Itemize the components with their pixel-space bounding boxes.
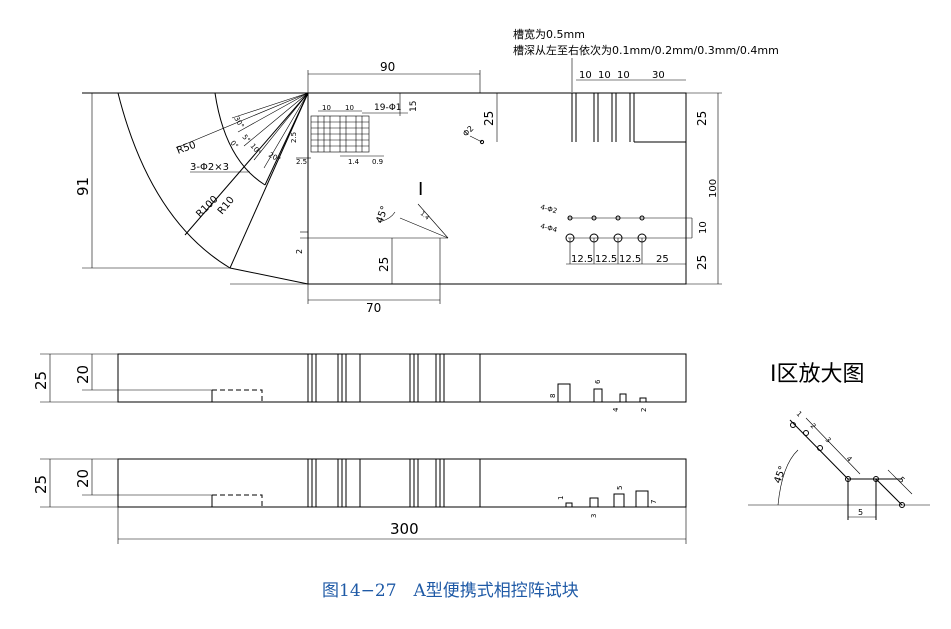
label-45deg: 45°: [374, 205, 390, 225]
label-4-phi4: 4-Φ4: [539, 222, 558, 234]
dim-100: 100: [708, 179, 719, 198]
side1-d4: 4: [612, 407, 620, 412]
side1-dim-20: 20: [74, 365, 92, 384]
dim-2: 2: [295, 249, 304, 254]
detail-d2: 2: [809, 422, 818, 431]
dim-91: 91: [74, 177, 92, 196]
dim-90: 90: [380, 60, 395, 74]
label-5deg: 5°: [240, 133, 251, 144]
dim-300: 300: [390, 520, 419, 538]
figure-caption: 图14−27 A型便携式相控阵试块: [322, 581, 579, 601]
side2-d7: 7: [650, 500, 658, 504]
detail-d4: 4: [845, 455, 854, 464]
dim-1-4: 1.4: [348, 158, 360, 166]
side2-d1: 1: [557, 496, 565, 500]
detail-zone-i: I区放大图 5 1 2 3 4 5 45°: [748, 362, 930, 520]
dim-2-5b: 2.5: [296, 158, 307, 166]
dim-2-5a: 2.5: [290, 132, 298, 143]
label-4-phi2: 4-Φ2: [539, 203, 557, 215]
dim-15: 15: [409, 101, 419, 112]
dim-25-right-bot: 25: [695, 255, 709, 270]
label-30deg: 30°: [232, 115, 245, 130]
detail-d3: 3: [824, 436, 833, 445]
side1-d8: 8: [549, 394, 557, 398]
label-r10: R10: [216, 195, 237, 217]
side1-d2: 2: [640, 408, 648, 412]
dim-10a: 10: [579, 70, 592, 81]
dim-70: 70: [366, 301, 381, 315]
detail-d1: 1: [795, 410, 804, 419]
side2-d5: 5: [616, 486, 624, 490]
dim-10-small-a: 10: [322, 104, 331, 112]
side-view-1: 25 20 8 6 4 2: [32, 353, 687, 412]
top-view: 91 90 25 Φ2 10 10: [74, 60, 722, 315]
side2-dim-20: 20: [74, 469, 92, 488]
dim-10-small-b: 10: [345, 104, 354, 112]
note-groove-width: 槽宽为0.5mm: [513, 27, 585, 41]
detail-title: I区放大图: [770, 362, 865, 387]
side2-dim-25: 25: [32, 475, 50, 494]
note-groove-depth: 槽深从左至右依次为0.1mm/0.2mm/0.3mm/0.4mm: [513, 43, 779, 57]
label-19-holes: 19-Φ1: [374, 103, 402, 113]
dim-10c: 10: [617, 70, 630, 81]
side1-dim-25: 25: [32, 371, 50, 390]
dim-12-5a: 12.5: [571, 254, 593, 265]
dim-25-bottom: 25: [656, 254, 669, 265]
label-phi2: Φ2: [461, 124, 475, 138]
dim-0-9: 0.9: [372, 158, 383, 166]
label-r100: R100: [194, 194, 220, 220]
dim-12-5c: 12.5: [619, 254, 641, 265]
label-r50: R50: [175, 140, 197, 157]
detail-d5b: 5: [897, 475, 907, 485]
dim-10-right: 10: [698, 221, 709, 234]
side-view-2: 25 20 1 3 5 7 300: [32, 458, 687, 544]
zone-i-label: I: [418, 179, 423, 200]
detail-45deg: 45°: [772, 465, 788, 485]
side1-d6: 6: [594, 379, 602, 384]
label-3-holes: 3-Φ2×3: [190, 162, 229, 173]
label-0deg: 0°: [228, 139, 239, 150]
hole-grid: [310, 115, 370, 153]
dim-10b: 10: [598, 70, 611, 81]
side2-d3: 3: [590, 514, 598, 518]
detail-d5a: 5: [858, 508, 863, 517]
dim-30: 30: [652, 70, 665, 81]
dim-25-left: 25: [377, 257, 391, 272]
dim-25-top: 25: [482, 111, 496, 126]
dim-25-right-top: 25: [695, 111, 709, 126]
label-10deg: 10°: [248, 142, 262, 157]
zone-dim-small: 1.4: [419, 210, 431, 222]
dim-12-5b: 12.5: [595, 254, 617, 265]
